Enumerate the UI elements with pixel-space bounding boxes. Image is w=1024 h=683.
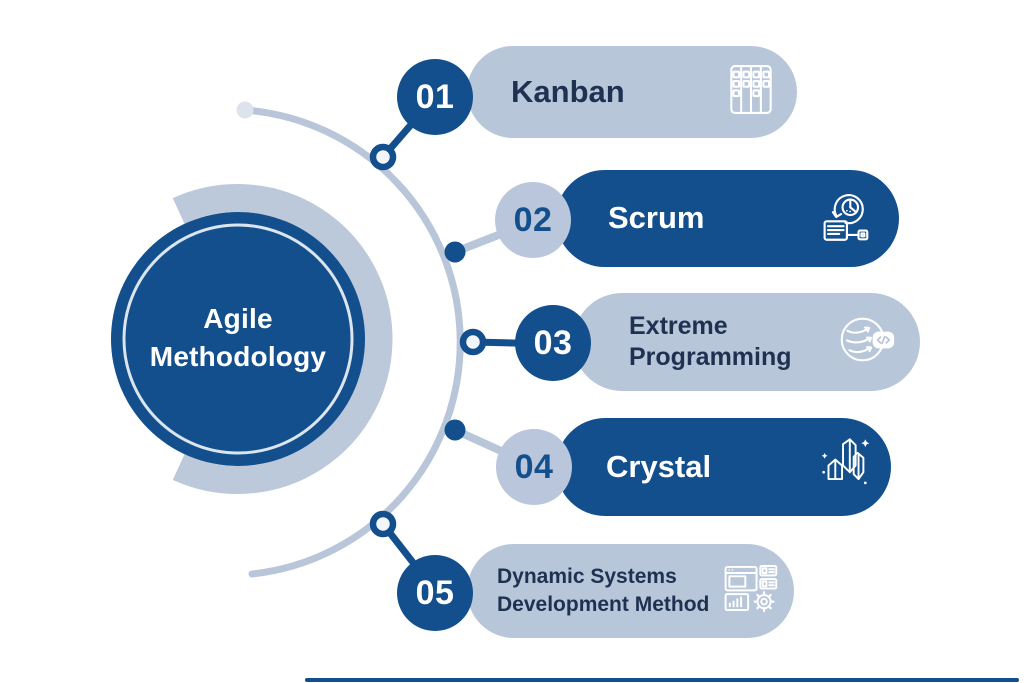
number-badge-01: 01: [397, 59, 473, 135]
bottom-border-line: [305, 678, 1019, 682]
pill-label: Extreme Programming: [629, 312, 792, 371]
pill-label: Scrum: [608, 200, 705, 236]
number-text: 01: [415, 77, 455, 116]
pill-extreme-programming: Extreme Programming: [573, 293, 920, 391]
central-circle: [111, 212, 365, 466]
pill-scrum: Scrum: [556, 170, 899, 267]
arc-node-dot-4: [444, 419, 466, 441]
pill-dsdm: Dynamic Systems Development Method: [467, 544, 794, 638]
number-badge-03: 03: [515, 305, 591, 381]
arc-start-dot: [236, 101, 254, 119]
arc-node-ring-1: [369, 143, 397, 171]
arc-node-ring-5: [369, 510, 397, 538]
swoosh-arc: [172, 184, 393, 494]
pill-label: Dynamic Systems Development Method: [497, 565, 710, 616]
crystal-icon: [813, 434, 875, 501]
extreme-programming-icon: [834, 309, 896, 376]
kanban-board-icon: [721, 60, 781, 125]
pill-kanban: Kanban: [467, 46, 797, 138]
dsdm-dashboard-icon: [720, 559, 780, 624]
number-badge-04: 04: [496, 429, 572, 505]
arc-node-dot-2: [444, 241, 466, 263]
number-badge-05: 05: [397, 555, 473, 631]
pill-crystal: Crystal: [556, 418, 891, 516]
number-text: 02: [513, 200, 553, 239]
number-text: 03: [533, 323, 573, 362]
pill-label: Crystal: [606, 448, 712, 484]
number-text: 04: [514, 447, 554, 486]
pill-label: Kanban: [511, 73, 625, 109]
number-badge-02: 02: [495, 182, 571, 258]
connector-arc: [241, 106, 464, 578]
number-text: 05: [415, 573, 455, 612]
central-title: Agile Methodology: [106, 300, 370, 375]
arc-node-ring-3: [459, 328, 487, 356]
central-circle-inner-ring: [122, 223, 354, 455]
central-title-line1: Agile: [203, 303, 273, 334]
central-title-line2: Methodology: [149, 340, 327, 372]
scrum-cycle-icon: [813, 185, 875, 252]
